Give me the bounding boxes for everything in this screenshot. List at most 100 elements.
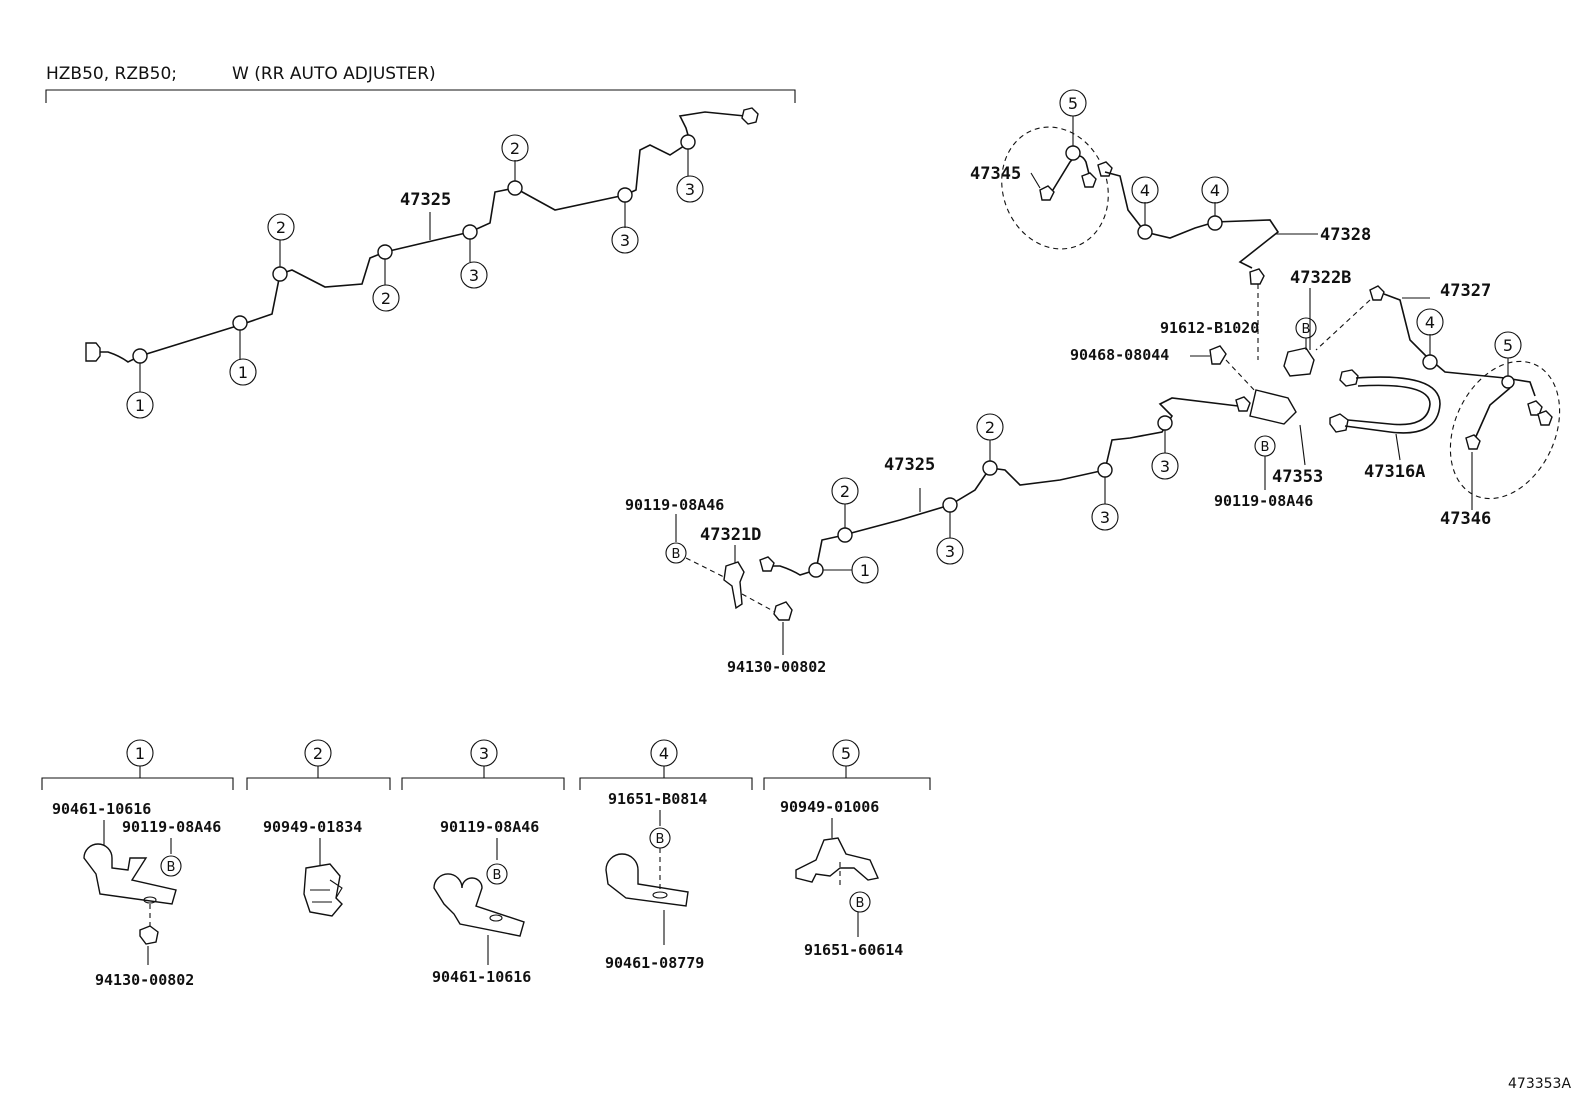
bolt-symbol: B: [1295, 317, 1317, 339]
callout-1: 1: [851, 556, 879, 584]
svg-text:5: 5: [841, 744, 851, 763]
legend-clip-3: 3 90119-08A46 B 90461-10616: [401, 739, 565, 986]
bolt-symbol: B: [1254, 435, 1276, 457]
callout-3: 3: [936, 537, 964, 565]
legend-clip-5: 5 90949-01006 B 91651-60614: [763, 739, 931, 959]
callout-2: 2: [501, 134, 529, 162]
label-47328: 47328: [1320, 225, 1371, 245]
svg-text:B: B: [1302, 322, 1311, 337]
clip-bracket-4: [605, 853, 689, 907]
svg-text:3: 3: [1160, 457, 1170, 476]
callout-4: 4: [1131, 176, 1159, 204]
svg-text:4: 4: [1210, 181, 1220, 200]
callout-2: 2: [267, 213, 295, 241]
nut-94130-legend: [139, 925, 159, 945]
nut-94130: [773, 601, 793, 621]
callout-3: 3: [676, 175, 704, 203]
part-90461-10616: 90461-10616: [52, 800, 151, 818]
label-47345: 47345: [970, 164, 1021, 184]
callout-2: 2: [831, 477, 859, 505]
right-assembly: 5 47345 4 4 47328 47322B 91612-B1020 B 9…: [625, 89, 1561, 676]
svg-text:5: 5: [1068, 94, 1078, 113]
svg-text:4: 4: [659, 744, 669, 763]
svg-text:B: B: [656, 832, 665, 847]
callout-3: 3: [1151, 452, 1179, 480]
svg-text:2: 2: [985, 418, 995, 437]
legend-clip-4: 4 91651-B0814 B 90461-08779: [579, 739, 753, 972]
clip-legend: 1 90461-10616 90119-08A46 B 94130-00802 …: [41, 739, 931, 989]
clip-bracket-1: [83, 843, 177, 905]
svg-text:2: 2: [313, 744, 323, 763]
svg-text:B: B: [672, 547, 681, 562]
callout-5: 5: [1494, 331, 1522, 359]
label-90119-left: 90119-08A46: [625, 496, 724, 514]
callout-1: 1: [229, 358, 257, 386]
junction-block: [1283, 347, 1315, 377]
label-90119-right: 90119-08A46: [1214, 492, 1313, 510]
svg-text:3: 3: [620, 231, 630, 250]
legend-clip-1: 1 90461-10616 90119-08A46 B 94130-00802: [41, 739, 234, 989]
svg-text:3: 3: [469, 266, 479, 285]
callout-3: 3: [1091, 503, 1119, 531]
bracket-47353: [1249, 389, 1297, 425]
header-bracket: [45, 89, 796, 103]
clip-part-5: [795, 837, 879, 883]
svg-text:3: 3: [945, 542, 955, 561]
label-47321D: 47321D: [700, 525, 761, 545]
svg-text:3: 3: [1100, 508, 1110, 527]
callout-4: 4: [1201, 176, 1229, 204]
label-91612: 91612-B1020: [1160, 319, 1259, 337]
model-codes: HZB50, RZB50;: [46, 64, 177, 84]
label-90468: 90468-08044: [1070, 346, 1169, 364]
part-90949-01834: 90949-01834: [263, 818, 362, 836]
label-47353: 47353: [1272, 467, 1323, 487]
clip-point: [272, 266, 288, 282]
part-90949-01006: 90949-01006: [780, 798, 879, 816]
svg-text:1: 1: [860, 561, 870, 580]
svg-text:B: B: [856, 896, 865, 911]
callout-2: 2: [976, 413, 1004, 441]
part-91651-B0814: 91651-B0814: [608, 790, 707, 808]
detail-ellipse-right: [1449, 360, 1561, 500]
bolt-symbol: B: [665, 542, 687, 564]
svg-text:2: 2: [840, 482, 850, 501]
flare-nut-right: [741, 107, 759, 125]
bracket-47321D: [723, 561, 745, 610]
option-text: W (RR AUTO ADJUSTER): [232, 64, 436, 84]
svg-text:B: B: [493, 868, 502, 883]
callout-5: 5: [1059, 89, 1087, 117]
part-90119-08A46: 90119-08A46: [122, 818, 221, 836]
svg-text:5: 5: [1503, 336, 1513, 355]
clip-point: [462, 224, 478, 240]
svg-text:4: 4: [1425, 313, 1435, 332]
callout-1: 1: [126, 391, 154, 419]
svg-text:2: 2: [510, 139, 520, 158]
pipe-label-47325: 47325: [400, 190, 451, 210]
callout-3: 3: [611, 226, 639, 254]
svg-text:B: B: [1261, 440, 1270, 455]
svg-text:1: 1: [135, 396, 145, 415]
part-94130-00802: 94130-00802: [95, 971, 194, 989]
figure-code: 473353A: [1508, 1076, 1571, 1092]
clip-point: [232, 315, 248, 331]
label-94130: 94130-00802: [727, 658, 826, 676]
clip-point: [507, 180, 523, 196]
clip-point: [132, 348, 148, 364]
svg-text:B: B: [167, 860, 176, 875]
part-90461-08779: 90461-08779: [605, 954, 704, 972]
callout-2: 2: [372, 284, 400, 312]
label-47322B: 47322B: [1290, 268, 1351, 288]
clip-point: [680, 134, 696, 150]
part-90461-10616-3: 90461-10616: [432, 968, 531, 986]
svg-text:1: 1: [238, 363, 248, 382]
legend-clip-2: 2 90949-01834: [246, 739, 391, 917]
callout-4: 4: [1416, 308, 1444, 336]
label-47316A: 47316A: [1364, 462, 1425, 482]
svg-text:2: 2: [276, 218, 286, 237]
callout-3: 3: [460, 261, 488, 289]
svg-text:2: 2: [381, 289, 391, 308]
clip-bracket-3: [433, 873, 525, 937]
svg-text:3: 3: [479, 744, 489, 763]
svg-text:1: 1: [135, 744, 145, 763]
svg-text:4: 4: [1140, 181, 1150, 200]
